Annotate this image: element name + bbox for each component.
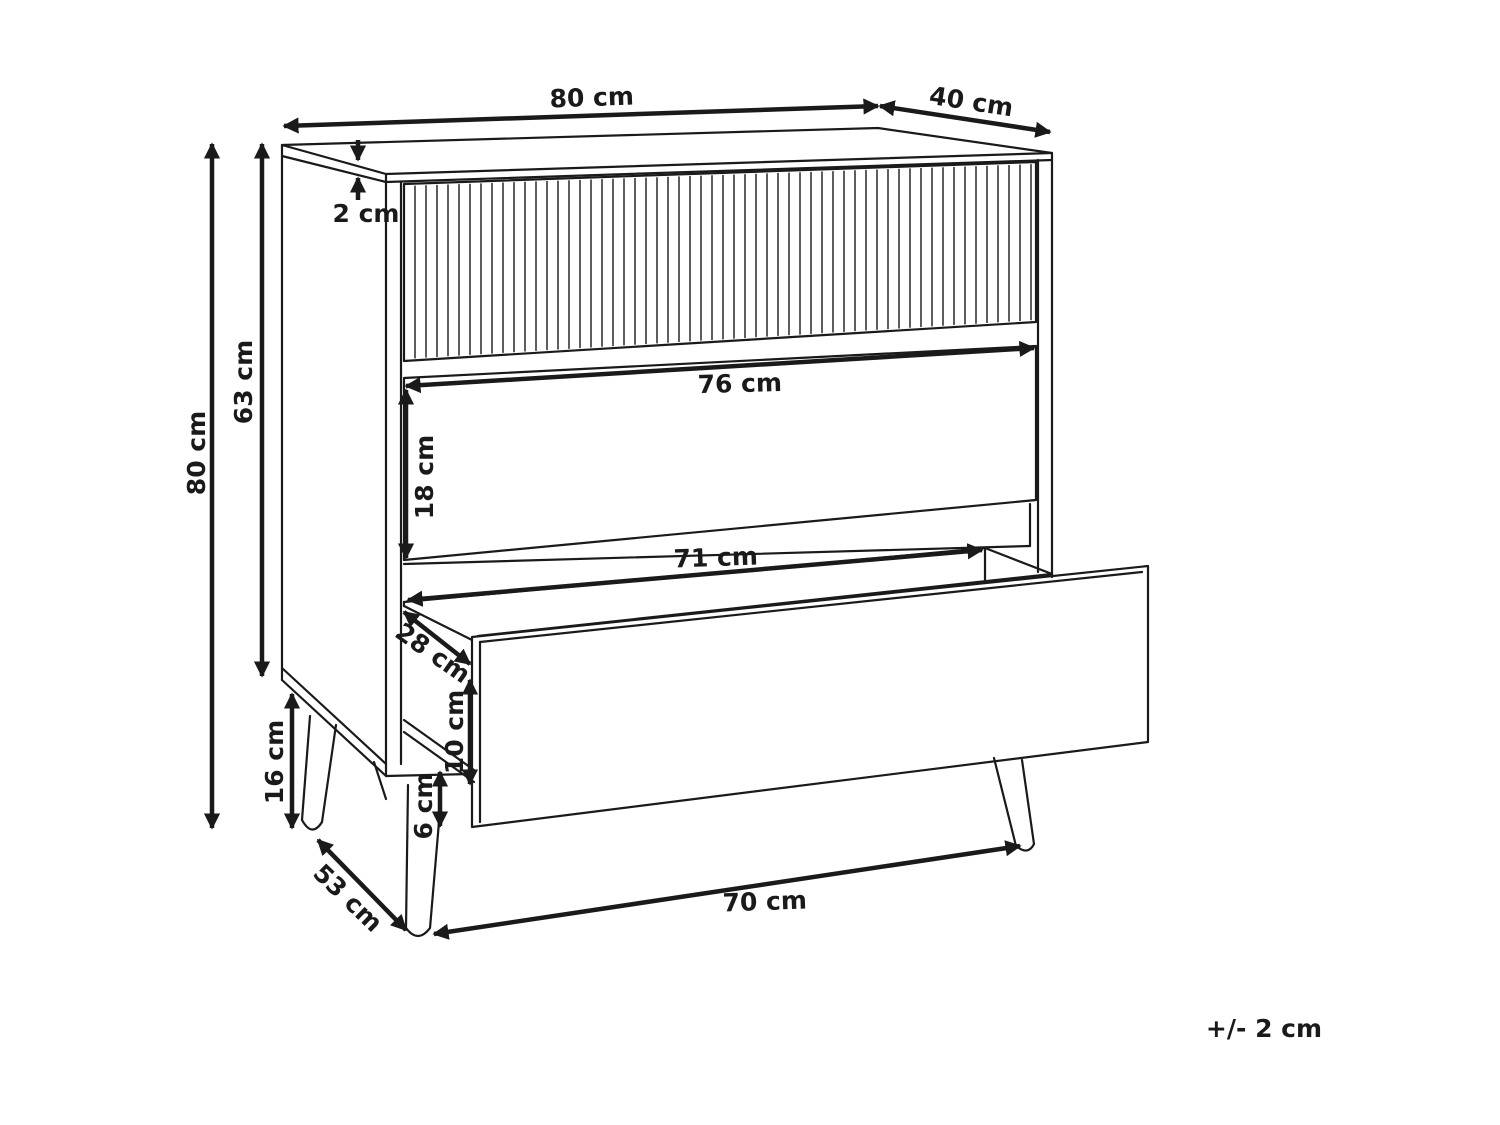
fluted-drawer-front: [414, 164, 1032, 359]
width-arrow: [282, 98, 880, 134]
drawer-box-height-label: 10 cm: [440, 690, 469, 774]
drawer-box-width-label: 71 cm: [673, 542, 758, 574]
drawer-box-width-arrow: [406, 543, 984, 607]
leg-width-arrow: [432, 840, 1022, 940]
drawer-width-arrow: [404, 340, 1036, 394]
bottom-gap-label: 6 cm: [409, 773, 438, 840]
drawer-height-label: 18 cm: [410, 435, 439, 519]
width-label: 80 cm: [549, 82, 634, 114]
dimension-labels: 80 cm 40 cm 2 cm 80 cm 63 cm 76 cm 18 cm…: [182, 81, 1322, 1043]
total-height-label: 80 cm: [182, 411, 211, 495]
dimension-lines: [203, 98, 1052, 940]
leg-depth-arrow: [316, 838, 408, 932]
depth-arrow: [878, 100, 1052, 138]
tolerance-note: +/- 2 cm: [1206, 1014, 1322, 1043]
body-height-label: 63 cm: [229, 340, 258, 424]
top-thickness-label: 2 cm: [333, 199, 400, 228]
drawer-width-label: 76 cm: [697, 368, 782, 399]
drawer-box-depth-arrow: [402, 610, 472, 666]
leg-height-label: 16 cm: [260, 720, 289, 804]
leg-width-label: 70 cm: [722, 886, 807, 918]
drawer-box-depth-label: 28 cm: [390, 617, 476, 689]
